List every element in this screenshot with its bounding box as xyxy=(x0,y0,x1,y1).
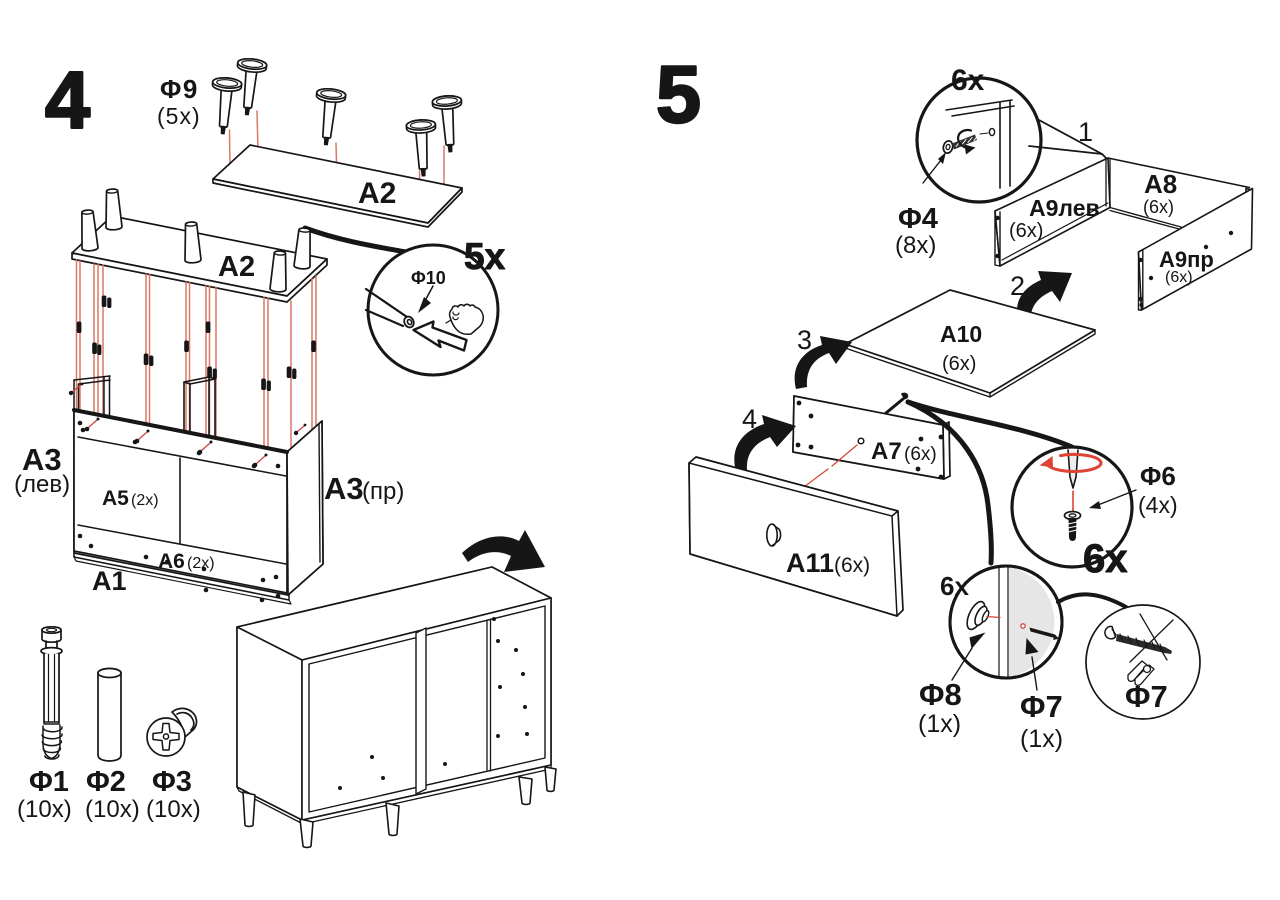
svg-text:Φ4: Φ4 xyxy=(898,203,938,235)
svg-text:4: 4 xyxy=(45,56,90,146)
svg-text:(6x): (6x) xyxy=(942,353,976,375)
svg-text:(5x): (5x) xyxy=(157,103,201,129)
svg-text:(6x): (6x) xyxy=(904,444,937,465)
svg-text:A2: A2 xyxy=(218,251,255,283)
svg-text:(6x): (6x) xyxy=(1143,197,1174,217)
svg-text:5x: 5x xyxy=(464,236,506,277)
svg-text:Φ10: Φ10 xyxy=(411,268,446,288)
svg-text:6x: 6x xyxy=(951,64,985,97)
svg-text:Φ8: Φ8 xyxy=(919,677,962,712)
svg-text:1: 1 xyxy=(1078,117,1093,147)
svg-text:А8: А8 xyxy=(1144,169,1177,199)
svg-text:Φ7: Φ7 xyxy=(1125,679,1168,714)
svg-text:Φ7: Φ7 xyxy=(1020,689,1063,724)
svg-text:(6x): (6x) xyxy=(1165,269,1193,286)
svg-text:6x: 6x xyxy=(1083,537,1128,581)
svg-text:A5: A5 xyxy=(102,487,129,510)
svg-text:A3: A3 xyxy=(324,471,364,506)
svg-text:(пр): (пр) xyxy=(362,478,404,505)
svg-text:A10: A10 xyxy=(940,321,982,347)
svg-text:Φ9: Φ9 xyxy=(160,74,199,104)
svg-text:(лев): (лев) xyxy=(14,471,70,498)
svg-text:A3: A3 xyxy=(22,442,62,477)
svg-text:A7: A7 xyxy=(871,438,902,465)
svg-text:А9пр: А9пр xyxy=(1159,247,1214,272)
svg-text:А9лев: А9лев xyxy=(1029,195,1100,221)
svg-text:6x: 6x xyxy=(940,571,969,601)
svg-text:Φ2: Φ2 xyxy=(86,766,126,798)
svg-text:3: 3 xyxy=(797,325,812,355)
svg-text:(1x): (1x) xyxy=(1020,725,1063,753)
svg-text:(6x): (6x) xyxy=(834,554,870,577)
svg-text:(4x): (4x) xyxy=(1138,492,1178,518)
svg-text:(2x): (2x) xyxy=(131,492,159,509)
svg-text:A2: A2 xyxy=(358,177,396,210)
svg-text:4: 4 xyxy=(742,404,757,434)
svg-text:A1: A1 xyxy=(92,566,127,596)
svg-text:Φ6: Φ6 xyxy=(1140,461,1176,491)
svg-text:(10x): (10x) xyxy=(85,796,140,823)
svg-text:2: 2 xyxy=(1010,271,1025,301)
svg-text:(10x): (10x) xyxy=(146,796,201,823)
svg-text:(2x): (2x) xyxy=(187,555,215,572)
svg-text:Φ3: Φ3 xyxy=(152,766,192,798)
svg-text:A6: A6 xyxy=(158,550,185,573)
svg-text:Φ1: Φ1 xyxy=(29,766,69,798)
svg-text:(10x): (10x) xyxy=(17,796,72,823)
svg-text:(1x): (1x) xyxy=(918,710,961,738)
svg-text:A11: A11 xyxy=(786,548,834,578)
svg-text:(6x): (6x) xyxy=(1009,220,1043,242)
svg-text:5: 5 xyxy=(656,50,701,140)
svg-text:(8x): (8x) xyxy=(895,232,936,259)
